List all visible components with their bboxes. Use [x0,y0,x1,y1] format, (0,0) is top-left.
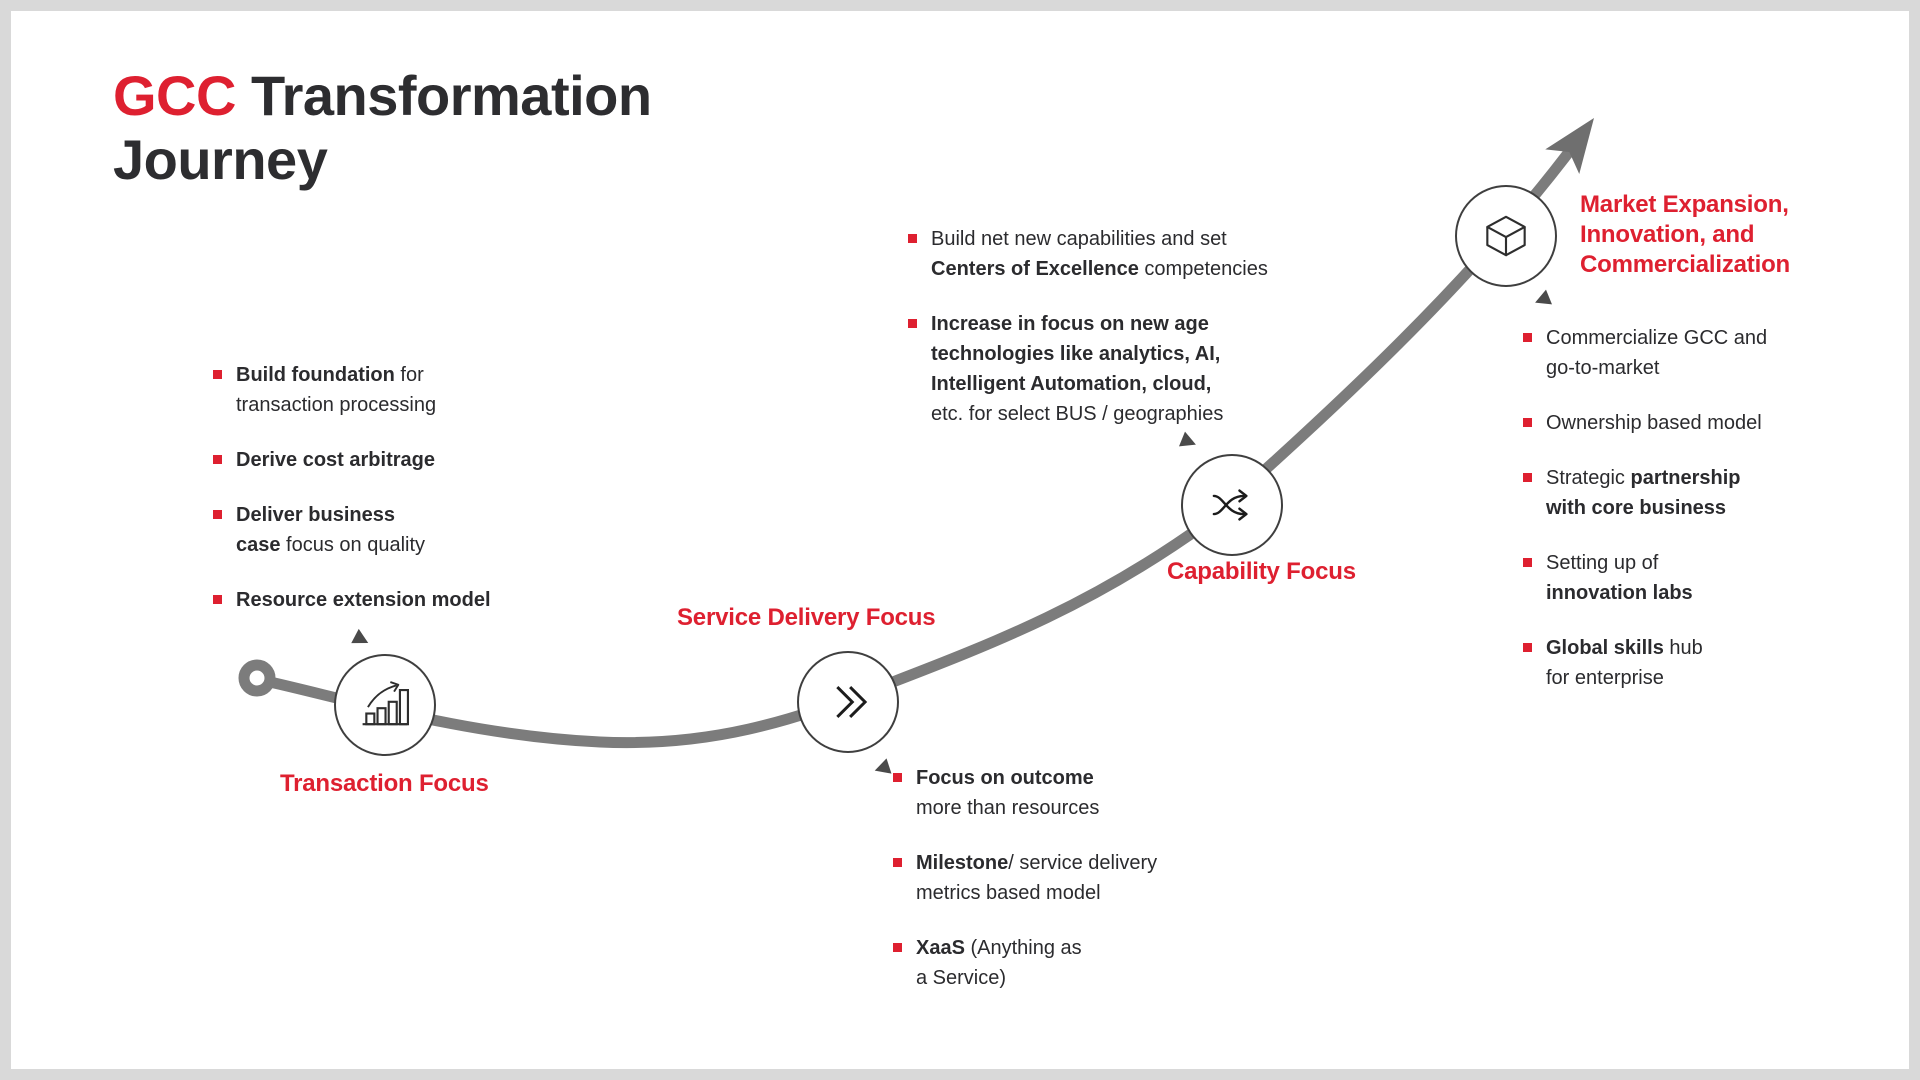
bullet-text: Resource extension model [236,589,491,611]
bullet-item: Derive cost arbitrage [213,445,491,475]
start-ring-icon [238,659,276,697]
node-transaction-focus [334,654,436,756]
pointer-triangle-icon [1179,431,1196,447]
double-chevron-icon [836,686,868,718]
stage-label-transaction-focus: Transaction Focus [280,770,489,797]
node-capability-focus [1181,454,1283,556]
page-title-rest: Transformation [250,64,652,127]
slide-canvas [11,11,1909,1069]
growth-bar-chart-icon [362,681,409,726]
bullet-square-icon [213,595,222,604]
bullet-square-icon [1523,558,1532,567]
cube-icon [1486,215,1526,257]
node-market-expansion [1455,185,1557,287]
bullet-square-icon [213,510,222,519]
bullet-item: Ownership based model [1523,408,1767,438]
bullet-item: Resource extension model [213,585,491,615]
journey-path [268,136,1583,749]
page-title-line2: Journey [113,128,328,191]
bullet-square-icon [213,370,222,379]
stage-label-capability-focus: Capability Focus [1167,558,1356,585]
page-title-accent: GCC [113,64,236,127]
bullet-square-icon [893,858,902,867]
bullet-square-icon [213,455,222,464]
bullet-square-icon [1523,643,1532,652]
pointer-triangle-icon [1535,289,1552,305]
bullet-text: Ownership based model [1546,412,1762,434]
bullet-square-icon [1523,418,1532,427]
node-service-delivery-focus [797,651,899,753]
bullet-square-icon [893,773,902,782]
bullet-square-icon [1523,333,1532,342]
shuffle-arrows-icon [1212,489,1248,521]
arrowhead-icon [1545,118,1594,175]
bullet-square-icon [1523,473,1532,482]
bullet-text: Derive cost arbitrage [236,449,435,471]
bullet-square-icon [908,319,917,328]
bullet-square-icon [893,943,902,952]
pointer-triangle-icon [874,758,892,774]
stage-label-service-delivery-focus: Service Delivery Focus [677,604,936,631]
pointer-triangle-icon [351,628,369,644]
bullet-square-icon [908,234,917,243]
